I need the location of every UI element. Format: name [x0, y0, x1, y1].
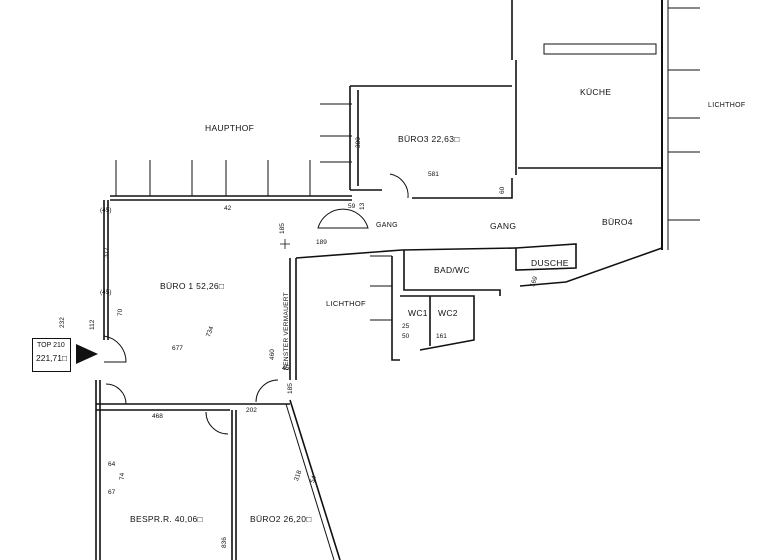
- top-unit-area: 221,71□: [36, 353, 68, 363]
- kitchen-counter: [543, 43, 657, 55]
- buero4-label: BÜRO4: [602, 217, 633, 227]
- dim-836: 836: [221, 537, 228, 548]
- top-unit-box: TOP 210 221,71□: [32, 338, 71, 372]
- dim-677: 677: [172, 345, 183, 352]
- lichthof-mid-label: LICHTHOF: [326, 299, 366, 308]
- dim-74: 74: [119, 472, 126, 480]
- fenster-label: FENSTER VERMAUERT: [283, 292, 290, 370]
- dim-189: 189: [316, 239, 327, 246]
- door-bespr: [105, 383, 127, 405]
- dim-45b: (45): [100, 289, 112, 296]
- buero3-walls: [349, 85, 513, 199]
- dusche-label: DUSCHE: [531, 258, 569, 268]
- diagonal-wall-inner: [285, 403, 335, 560]
- top-unit-number: TOP 210: [37, 342, 65, 349]
- buero1-right-wall: [289, 258, 297, 380]
- bespr-buero2-wall: [231, 410, 237, 560]
- doors: [103, 173, 409, 435]
- wc2-label: WC2: [438, 308, 458, 318]
- dim-13: 13: [359, 202, 366, 210]
- bespr-left-wall: [95, 380, 101, 560]
- door-gang: [317, 208, 369, 229]
- dim-468: 468: [152, 413, 163, 420]
- dim-202: 202: [246, 407, 257, 414]
- gang-right-label: GANG: [490, 221, 517, 231]
- dim-185b: 185: [287, 383, 294, 394]
- buero1-left-wall: [103, 200, 109, 340]
- diagonal-wall: [289, 399, 341, 560]
- lichthof-right-wall: [391, 256, 400, 361]
- buero3-label: BÜRO3 22,63□: [398, 134, 460, 144]
- dim-42: 42: [224, 205, 232, 212]
- walls: [95, 0, 669, 560]
- lichthof-right-label: LICHTHOF: [708, 102, 746, 109]
- dim-59: 59: [348, 203, 356, 210]
- dim-185: 185: [279, 223, 286, 234]
- dim-380: 380: [355, 137, 362, 148]
- dim-45c: 45: [282, 365, 290, 372]
- dim-50: 50: [402, 333, 410, 340]
- dim-377: 377: [103, 247, 110, 258]
- kueche-label: KÜCHE: [580, 87, 612, 97]
- haupthof-facade: [110, 195, 352, 201]
- buero1-label: BÜRO 1 52,26□: [160, 281, 225, 291]
- dim-64: 64: [108, 461, 116, 468]
- gang-left-label: GANG: [376, 222, 398, 229]
- dimension-marks: [280, 239, 290, 249]
- dim-232: 232: [59, 317, 66, 328]
- buero2-label: BÜRO2 26,20□: [250, 514, 312, 524]
- gang-wall: [295, 247, 517, 259]
- bespr-label: BESPR.R. 40,06□: [130, 514, 203, 524]
- door-buero3: [389, 173, 409, 199]
- door-buero1-right: [255, 379, 279, 403]
- window-ticks: [115, 7, 700, 321]
- dim-25: 25: [402, 323, 410, 330]
- badwc-label: BAD/WC: [434, 265, 470, 275]
- door-buero2: [205, 411, 229, 435]
- buero4-bottom-wall: [519, 247, 663, 287]
- door-entry: [103, 335, 127, 363]
- wc-walls: [400, 295, 475, 351]
- dim-112: 112: [89, 319, 96, 330]
- gang-lower-wall: [403, 250, 501, 296]
- dim-67: 67: [108, 489, 116, 496]
- dim-70: 70: [117, 308, 124, 316]
- dim-60: 60: [499, 186, 506, 194]
- haupthof-label: HAUPTHOF: [205, 123, 255, 133]
- entrance-arrow-icon: [76, 344, 98, 364]
- dim-45a: (45): [100, 207, 112, 214]
- dusche-walls: [515, 243, 577, 271]
- dim-161: 161: [436, 333, 447, 340]
- wc1-label: WC1: [408, 308, 428, 318]
- dim-581: 581: [428, 171, 439, 178]
- dim-460: 460: [269, 349, 276, 360]
- bespr-top-wall: [96, 403, 290, 411]
